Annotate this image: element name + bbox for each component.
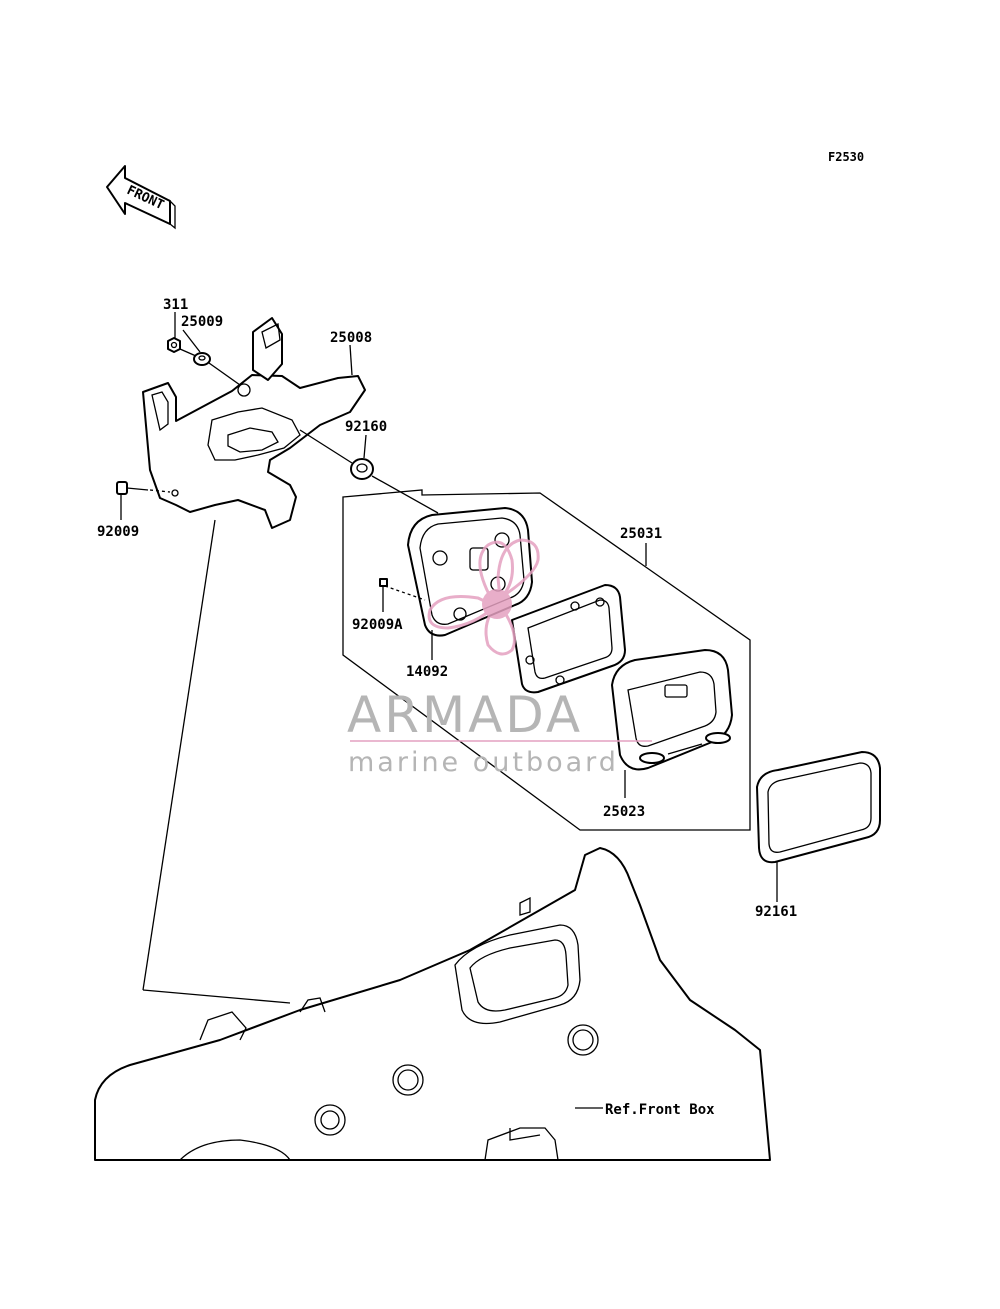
label-25031: 25031 [620,526,662,542]
watermark-subtitle: marine outboard [348,747,619,778]
watermark-title: ARMADA [347,686,583,744]
label-25023: 25023 [603,804,645,820]
assembly-25031-outline [342,489,751,831]
bolt-92009 [116,481,171,495]
label-14092: 14092 [406,664,448,680]
label-92161: 92161 [755,904,797,920]
label-ref-front-box: Ref.Front Box [605,1102,715,1118]
label-92009A: 92009A [352,617,403,633]
gasket-14092 [511,584,626,694]
front-box [94,847,771,1161]
washer-25009 [193,352,211,366]
nut-311 [167,337,181,353]
label-92160: 92160 [345,419,387,435]
label-25008: 25008 [330,330,372,346]
bracket-25008 [142,317,366,529]
propeller-logo-icon [427,538,540,656]
front-arrow-icon: FRONT [106,165,176,230]
frame-92161 [756,751,881,864]
label-311: 311 [163,297,188,313]
figure-code: F2530 [828,150,864,164]
label-92009: 92009 [97,524,139,540]
meter-face-25023 [611,649,733,771]
grommet-92160 [299,429,439,514]
watermark: ARMADA marine outboard [347,538,652,778]
label-25009: 25009 [181,314,223,330]
